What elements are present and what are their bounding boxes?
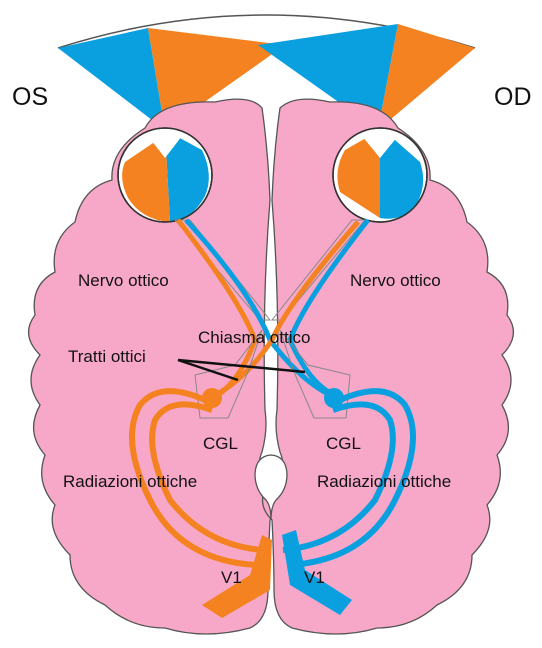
left-eyeball — [118, 128, 212, 222]
label-optic-tracts: Tratti ottici — [68, 348, 146, 365]
label-optic-nerve-right: Nervo ottico — [350, 272, 441, 289]
right-eyeball — [333, 128, 427, 222]
label-chiasm: Chiasma ottico — [198, 329, 310, 346]
label-optic-nerve-left: Nervo ottico — [78, 272, 169, 289]
label-v1-right: V1 — [304, 569, 325, 586]
label-lgn-right: CGL — [326, 435, 361, 452]
label-radiations-left: Radiazioni ottiche — [63, 473, 197, 490]
label-v1-left: V1 — [221, 569, 242, 586]
label-radiations-right: Radiazioni ottiche — [317, 473, 451, 490]
label-lgn-left: CGL — [203, 435, 238, 452]
label-od: OD — [494, 85, 532, 110]
label-os: OS — [12, 85, 48, 110]
